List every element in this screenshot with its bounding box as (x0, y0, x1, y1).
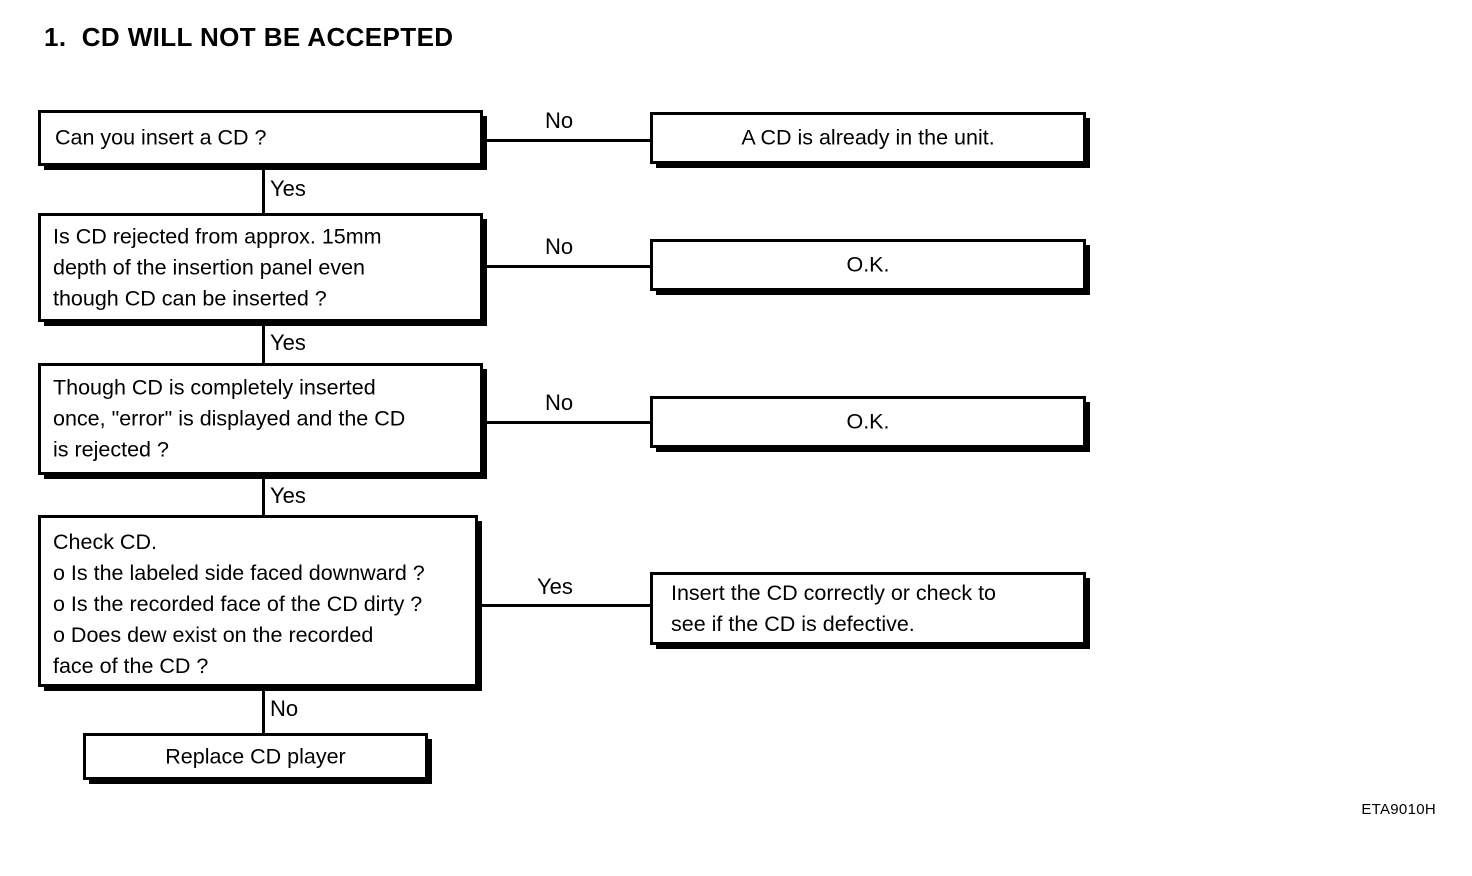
connector-q4-to-a4 (478, 604, 650, 607)
node-text: Insert the CD correctly or check to see … (671, 580, 996, 636)
edge-label-yes-2: Yes (270, 330, 306, 355)
connector-q1-to-a1 (483, 139, 650, 142)
node-text: Though CD is completely inserted once, "… (53, 375, 406, 462)
edge-label-no-3: No (545, 390, 574, 415)
edge-label-no-2: No (545, 234, 574, 259)
connector-q3-to-a3 (483, 421, 650, 424)
edge-label-no-1: No (545, 108, 574, 133)
connector-q3-to-q4 (262, 475, 265, 515)
connector-q2-to-q3 (262, 322, 265, 363)
edge-label-yes-4: Yes (537, 574, 573, 599)
connector-q4-to-a5 (262, 687, 265, 733)
edge-label-yes-1: Yes (270, 176, 306, 201)
node-text: A CD is already in the unit. (741, 125, 995, 150)
node-text: Is CD rejected from approx. 15mm depth o… (53, 224, 382, 310)
node-check-cd[interactable]: Check CD. o Is the labeled side faced do… (38, 515, 478, 687)
edge-label-yes-3: Yes (270, 483, 306, 508)
edge-label-no-4: No (270, 696, 299, 721)
node-a-cd-is-already-in-the-unit[interactable]: A CD is already in the unit. (650, 112, 1086, 164)
node-ok-1[interactable]: O.K. (650, 239, 1086, 291)
node-insert-the-cd-correctly[interactable]: Insert the CD correctly or check to see … (650, 572, 1086, 645)
node-replace-cd-player[interactable]: Replace CD player (83, 733, 428, 780)
connector-q1-to-q2 (262, 166, 265, 213)
node-text: O.K. (846, 252, 890, 277)
footer-document-code: ETA9010H (1361, 801, 1436, 818)
node-text: O.K. (846, 409, 890, 434)
page-title: 1. CD WILL NOT BE ACCEPTED (44, 22, 454, 52)
node-though-cd-is-completely-inserted[interactable]: Though CD is completely inserted once, "… (38, 363, 483, 475)
node-can-you-insert-a-cd[interactable]: Can you insert a CD ? (38, 110, 483, 166)
node-ok-2[interactable]: O.K. (650, 396, 1086, 448)
node-text: Check CD. o Is the labeled side faced do… (53, 530, 425, 678)
connector-q2-to-a2 (483, 265, 650, 268)
node-is-cd-rejected-from-approx-15mm[interactable]: Is CD rejected from approx. 15mm depth o… (38, 213, 483, 322)
node-text: Replace CD player (165, 744, 346, 768)
node-text: Can you insert a CD ? (55, 125, 267, 150)
